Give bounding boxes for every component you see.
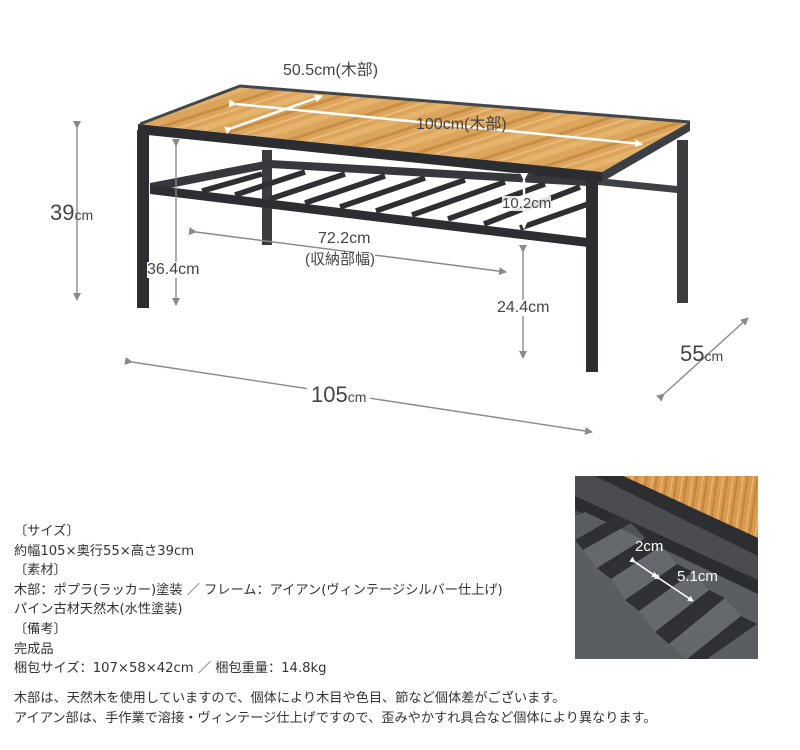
detail-closeup-photo: 2cm 5.1cm <box>575 476 758 659</box>
label-top-depth: 50.5cm(木部) <box>283 62 379 79</box>
shelf-frame <box>150 160 590 192</box>
size-heading: 〔サイズ〕 <box>14 524 80 539</box>
detail-illustration <box>575 476 758 659</box>
depth-value: 55 <box>680 341 705 366</box>
back-stretcher <box>598 178 677 193</box>
notes-line-4: アイアン部は、手作業で溶接・ヴィンテージ仕上げですので、歪みやかすれ具合など個体… <box>14 710 657 726</box>
notes-line-3: 木部は、天然木を使用していますので、個体により木目や色目、節など個体差がございま… <box>14 691 566 706</box>
material-heading: 〔素材〕 <box>14 563 67 579</box>
material-line-2: パイン古材天然木(水性塗装) <box>14 602 183 618</box>
top-frame-side <box>602 122 690 182</box>
label-depth-total: 55cm <box>680 343 723 365</box>
label-inner-height: 36.4cm <box>147 261 200 278</box>
detail-gap-arrow <box>629 556 658 578</box>
notes-line-2: 梱包サイズ：107×58×42cm ／ 梱包重量：14.8kg <box>14 661 327 677</box>
table-illustration <box>73 84 749 435</box>
label-storage-width: 72.2cm <box>318 230 371 247</box>
label-slat-width: 5.1cm <box>677 568 718 585</box>
detail-slat-arrow <box>654 573 694 602</box>
material-line-1: 木部：ポプラ(ラッカー)塗装 ／ フレーム：アイアン(ヴィンテージシルバー仕上げ… <box>14 582 503 598</box>
height-unit: cm <box>74 207 94 223</box>
depth-arrow <box>656 317 749 402</box>
label-width-total: 105cm <box>307 382 371 407</box>
height-value: 39 <box>50 200 75 225</box>
size-value: 約幅105×奥行55×高さ39cm <box>14 543 195 559</box>
top-width-arrow <box>228 99 643 148</box>
label-shelf-gap: 10.2cm <box>502 195 552 212</box>
width-value: 105 <box>311 382 348 407</box>
width-unit: cm <box>347 389 367 405</box>
notes-line-1: 完成品 <box>14 641 54 657</box>
notes-heading: 〔備考〕 <box>14 621 67 637</box>
depth-unit: cm <box>704 348 724 364</box>
label-height-total: 39cm <box>50 202 93 224</box>
back-leg-right <box>677 140 688 303</box>
spec-section: 〔サイズ〕 約幅105×奥行55×高さ39cm 〔素材〕 木部：ポプラ(ラッカー… <box>14 522 574 679</box>
back-leg-left <box>262 150 272 245</box>
label-top-width: 100cm(木部) <box>416 116 507 133</box>
notes-section: 木部は、天然木を使用していますので、個体により木目や色目、節など個体差がございま… <box>14 689 794 728</box>
front-leg-left <box>137 130 149 308</box>
front-leg-right <box>586 178 598 372</box>
label-slat-gap: 2cm <box>635 538 664 555</box>
label-shelf-height: 24.4cm <box>497 299 550 316</box>
label-storage-width-note: (収納部幅) <box>305 251 375 268</box>
